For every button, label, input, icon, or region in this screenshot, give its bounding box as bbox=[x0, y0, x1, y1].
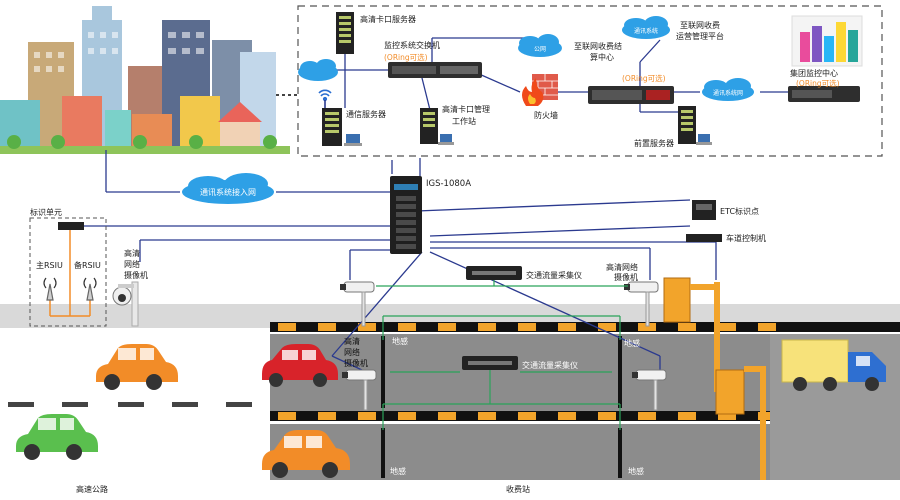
monitor-switch-icon bbox=[388, 62, 482, 78]
front-server-icon bbox=[678, 106, 712, 145]
loop-1-label: 地感 bbox=[392, 336, 408, 346]
toll-barrier-stripe-1 bbox=[270, 322, 900, 332]
gate-mgmt-ws-label-2: 工作站 bbox=[452, 116, 476, 126]
oring-optional-3-label: (ORing可选) bbox=[796, 78, 840, 88]
hd-cam-right-label-1: 高清网络 bbox=[606, 262, 638, 272]
traffic-collector-mid-icon bbox=[462, 356, 518, 370]
hd-cam-left-label-1: 高清 bbox=[124, 248, 140, 258]
lane-controller-icon bbox=[686, 234, 722, 242]
backup-rsiu-antenna-icon bbox=[83, 277, 97, 301]
loop-3-label: 地感 bbox=[390, 466, 406, 476]
sensor-lines bbox=[376, 280, 628, 430]
cloud-public-label: 公网 bbox=[534, 46, 546, 53]
loop-detectors bbox=[381, 336, 622, 478]
toll-platform-label-1: 至联网收费 bbox=[680, 20, 720, 30]
loop-4-label: 地感 bbox=[628, 466, 644, 476]
truck-icon bbox=[781, 339, 886, 391]
lane-dashes bbox=[8, 402, 252, 407]
oring-optional-2-label: (ORing可选) bbox=[622, 73, 666, 83]
igs-switch-icon bbox=[390, 176, 422, 254]
hd-gate-server-label: 高清卡口服务器 bbox=[360, 14, 416, 24]
monitor-switch-label: 监控系统交换机 bbox=[384, 40, 440, 50]
barrier-stripe-yellow-2 bbox=[278, 412, 776, 420]
hd-cam-lane-label-2: 网络 bbox=[344, 347, 360, 357]
traffic-collector-top-label: 交通流量采集仪 bbox=[526, 270, 582, 280]
firewall-icon bbox=[522, 74, 558, 106]
main-rsiu-label: 主RSIU bbox=[36, 260, 63, 270]
bullet-camera-3-icon bbox=[342, 369, 377, 411]
comm-server-icon bbox=[322, 108, 362, 146]
barrier-stripe-yellow-1 bbox=[278, 323, 776, 331]
cloud-left bbox=[298, 59, 338, 81]
wifi-icon bbox=[318, 89, 332, 110]
toll-settlement-label-1: 至联网收费结 bbox=[574, 41, 622, 51]
monitoring-center-box bbox=[297, 5, 883, 157]
front-switch-icon bbox=[588, 86, 674, 104]
toll-lane-2 bbox=[270, 424, 770, 480]
bullet-camera-1-icon bbox=[340, 281, 375, 327]
hd-cam-lane-label-3: 摄像机 bbox=[344, 358, 368, 368]
bottom-margin bbox=[0, 482, 900, 500]
group-center-icon bbox=[788, 15, 863, 102]
hd-dome-camera-icon bbox=[112, 281, 139, 327]
cloud-comm bbox=[622, 16, 670, 39]
toll-barrier-stripe-2 bbox=[270, 411, 900, 421]
front-server-label: 前置服务器 bbox=[634, 138, 674, 148]
etc-point-label: ETC标识点 bbox=[720, 206, 759, 216]
cloud-access-label: 通讯系统接入网 bbox=[200, 187, 256, 197]
hd-cam-left-label-3: 摄像机 bbox=[124, 270, 148, 280]
main-rsiu-antenna-icon bbox=[43, 277, 57, 301]
cloud-access bbox=[182, 173, 274, 204]
green-car-icon bbox=[16, 414, 98, 460]
gate-mgmt-ws-label-1: 高清卡口管理 bbox=[442, 104, 490, 114]
hd-cam-left-label-2: 网络 bbox=[124, 259, 140, 269]
barrier-gate-icon bbox=[663, 277, 766, 480]
comm-server-label: 通信服务器 bbox=[346, 109, 386, 119]
hd-cam-right-label-2: 摄像机 bbox=[614, 272, 638, 282]
cloud-public bbox=[518, 34, 562, 57]
highway-label: 高速公路 bbox=[76, 484, 108, 494]
id-unit-controller-icon bbox=[58, 222, 84, 230]
igs-label: IGS-1080A bbox=[426, 179, 471, 189]
group-center-label: 集团监控中心 bbox=[790, 68, 838, 78]
id-unit-box bbox=[29, 217, 107, 327]
backup-rsiu-label: 备RSIU bbox=[74, 260, 101, 270]
toll-settlement-label-2: 算中心 bbox=[590, 52, 614, 62]
cloud-comm-label: 通讯系统 bbox=[634, 27, 658, 35]
rsiu-links bbox=[49, 230, 91, 317]
bullet-camera-4-icon bbox=[632, 369, 667, 411]
lane-controller-label: 车道控制机 bbox=[726, 233, 766, 243]
hd-gate-server-icon bbox=[336, 12, 354, 54]
bullet-camera-2-icon bbox=[624, 281, 659, 327]
toll-station-label: 收费站 bbox=[506, 484, 530, 494]
orange-car-toll-icon bbox=[262, 430, 350, 478]
firewall-label: 防火墙 bbox=[534, 110, 558, 120]
city-illustration bbox=[0, 6, 290, 154]
oring-optional-1-label: (ORing可选) bbox=[384, 52, 428, 62]
etc-point-icon bbox=[692, 200, 716, 220]
gate-mgmt-workstation-icon bbox=[420, 108, 454, 145]
traffic-collector-top-icon bbox=[466, 266, 522, 280]
loop-2-label: 地感 bbox=[624, 338, 640, 348]
hd-cam-lane-label-1: 高清 bbox=[344, 336, 360, 346]
cloud-private bbox=[702, 78, 754, 101]
toll-platform-label-2: 运营管理平台 bbox=[676, 31, 724, 41]
traffic-collector-mid-label: 交通流量采集仪 bbox=[522, 360, 578, 370]
red-car-icon bbox=[262, 344, 338, 387]
orange-car-left-icon bbox=[96, 344, 178, 390]
cloud-private-label: 通讯系统网 bbox=[713, 89, 743, 97]
id-unit-label: 标识单元 bbox=[30, 207, 62, 217]
